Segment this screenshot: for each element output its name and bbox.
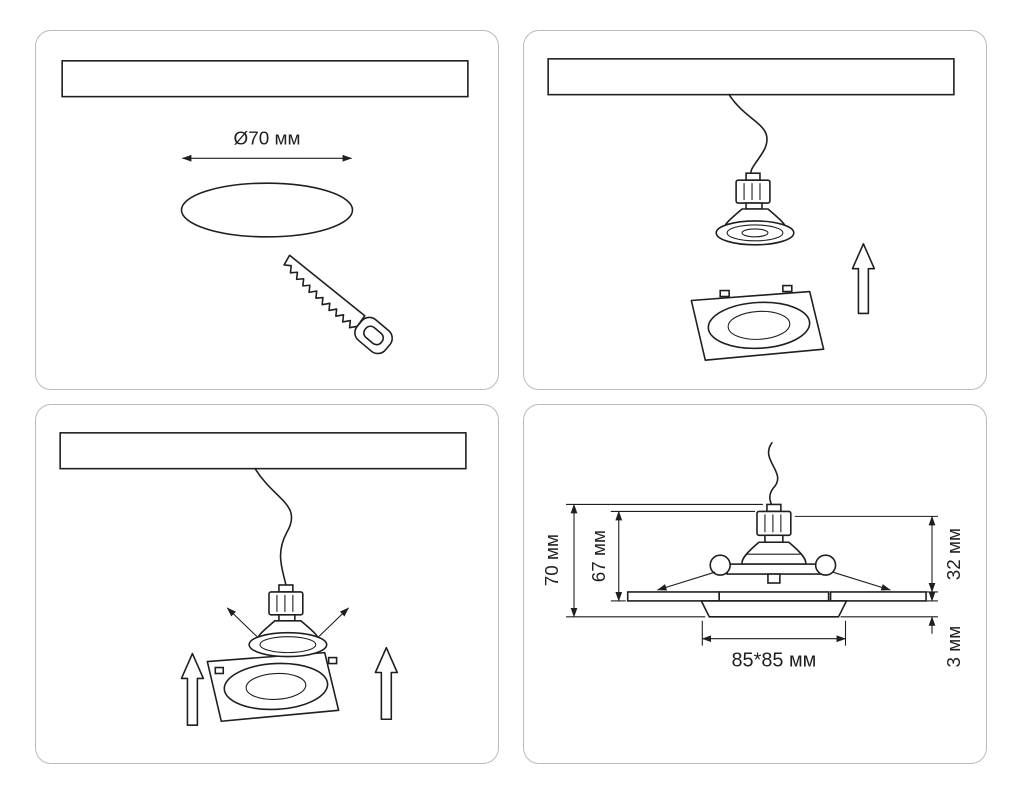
- lamp-neck: [764, 534, 784, 544]
- terminal-block: [756, 510, 792, 537]
- ceiling-section-hatch: [61, 60, 469, 98]
- keyhole-saw-icon: [283, 254, 393, 355]
- recess-height-label: 32 мм: [944, 528, 965, 580]
- mounting-frame: [690, 284, 825, 361]
- frame-through-body: [718, 591, 830, 602]
- frame-hole-inner: [245, 672, 307, 700]
- cutout-hole-ellipse: [180, 182, 354, 238]
- spring-clip-right: [318, 607, 349, 638]
- step2-illustration: [547, 58, 955, 361]
- terminal-block: [735, 179, 771, 204]
- ceiling-plate-right: [829, 591, 927, 602]
- lamp-flange: [726, 563, 822, 575]
- spring-clip-left: [226, 607, 258, 638]
- arrow-up-icon: [851, 243, 876, 315]
- body-height-label: 67 мм: [589, 530, 610, 582]
- spring-tab-right: [327, 656, 338, 665]
- dimension-overall-height: 70 мм: [542, 503, 763, 618]
- hole-diameter-label: Ø70 мм: [234, 128, 301, 149]
- lamp-inner-ring: [259, 636, 317, 654]
- mounting-frame: [206, 651, 340, 723]
- dimension-cutout-size: 85*85 мм: [701, 620, 847, 672]
- step3-illustration: [59, 432, 467, 727]
- panel-step3-fix-springs: [35, 404, 499, 764]
- arrow-up-icon-right: [374, 646, 399, 721]
- saw-handle: [354, 316, 393, 355]
- lamp-reflector-body: [741, 541, 807, 565]
- panel-step1-cut-hole: Ø70 мм: [35, 30, 499, 390]
- step1-illustration: Ø70 мм: [61, 60, 469, 355]
- ceiling-section-hatch: [547, 58, 955, 96]
- power-cable: [728, 93, 768, 181]
- step4-illustration: 70 мм 67 мм 32 мм 3 мм: [542, 441, 965, 672]
- lamp-inner-ring: [726, 224, 784, 242]
- power-cable: [254, 467, 293, 586]
- power-cable: [767, 441, 779, 512]
- lamp-neck: [745, 202, 763, 210]
- panel-step2-insert-spotlight: [523, 30, 987, 390]
- frame-lip: [700, 600, 848, 618]
- panel-step4-dimensions: 70 мм 67 мм 32 мм 3 мм: [523, 404, 987, 764]
- installed-spotlight-section: [626, 503, 927, 618]
- cable-gland: [745, 172, 761, 181]
- spring-arm-left: [656, 571, 716, 591]
- spotlight-lamp: [226, 584, 349, 658]
- flange-tab: [767, 573, 781, 584]
- frame-hole-inner: [727, 310, 791, 340]
- terminal-block: [268, 591, 304, 616]
- saw-blade: [283, 254, 366, 329]
- spring-tab-left: [214, 666, 225, 675]
- cable-gland: [278, 584, 294, 593]
- arrow-up-icon-left: [180, 652, 205, 727]
- spring-arm-right: [832, 571, 891, 591]
- lamp-bulb-face: [741, 228, 769, 238]
- cutout-size-label: 85*85 мм: [731, 650, 816, 672]
- ceiling-plate-left: [626, 591, 720, 602]
- overall-height-label: 70 мм: [542, 534, 563, 586]
- flange-thickness-label: 3 мм: [944, 626, 965, 668]
- spring-tab-right: [782, 284, 793, 293]
- saw-handle-grip-hole: [363, 325, 385, 346]
- cable-gland: [766, 503, 782, 513]
- dimension-flange-thickness: 3 мм: [840, 584, 965, 668]
- frame-hole: [223, 662, 329, 711]
- hole-diameter-dimension: Ø70 мм: [181, 128, 353, 162]
- ceiling-section-hatch: [59, 432, 467, 470]
- dimension-body-height: 67 мм: [589, 510, 755, 602]
- frame-hole: [707, 301, 811, 350]
- spotlight-lamp: [715, 172, 795, 246]
- lamp-neck: [278, 614, 296, 622]
- spring-coil-left: [709, 554, 731, 576]
- dimension-recess-height: 32 мм: [794, 515, 965, 593]
- spring-tab-left: [719, 289, 730, 298]
- spring-coil-right: [814, 554, 837, 576]
